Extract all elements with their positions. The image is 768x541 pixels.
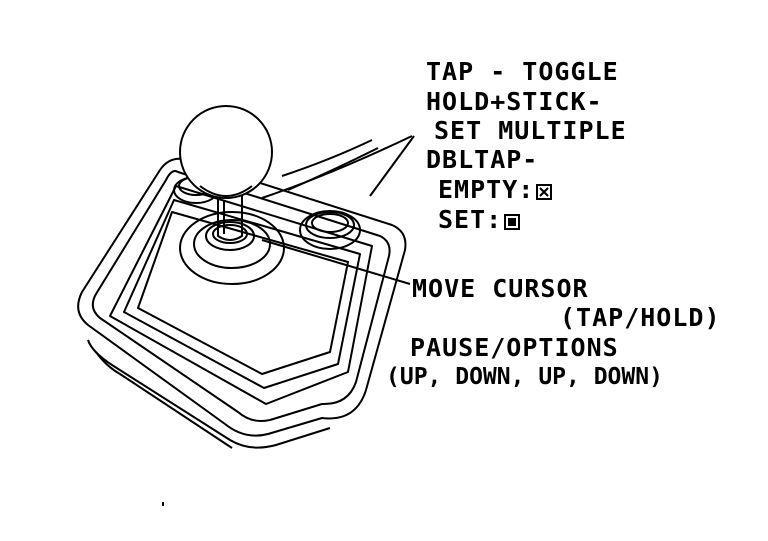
joystick-ball — [179, 105, 273, 199]
label-up-down-sequence: (UP, DOWN, UP, DOWN) — [386, 364, 663, 390]
label-set-multiple: SET MULTIPLE — [434, 116, 627, 145]
set-cell-icon — [504, 214, 521, 230]
label-tap-toggle: TAP - TOGGLE — [426, 57, 619, 86]
label-hold-stick: HOLD+STICK- — [426, 87, 603, 116]
label-empty: EMPTY: — [438, 175, 553, 204]
joystick-cable — [281, 139, 373, 177]
empty-cell-icon — [536, 184, 553, 200]
stray-pixel — [162, 502, 164, 506]
fire-button-icon — [299, 210, 361, 250]
label-move-cursor: MOVE CURSOR — [412, 274, 589, 303]
joystick-shaft — [217, 196, 243, 241]
stick-well — [179, 211, 285, 285]
callout-line — [369, 135, 415, 197]
label-dbltap: DBLTAP- — [426, 145, 539, 174]
callout-line — [261, 239, 411, 285]
label-set: SET: — [438, 205, 521, 234]
label-tap-hold: (TAP/HOLD) — [560, 303, 721, 332]
label-empty-text: EMPTY: — [438, 175, 535, 204]
label-set-text: SET: — [438, 205, 503, 234]
label-pause-options: PAUSE/OPTIONS — [410, 333, 619, 362]
callout-line — [261, 135, 413, 199]
